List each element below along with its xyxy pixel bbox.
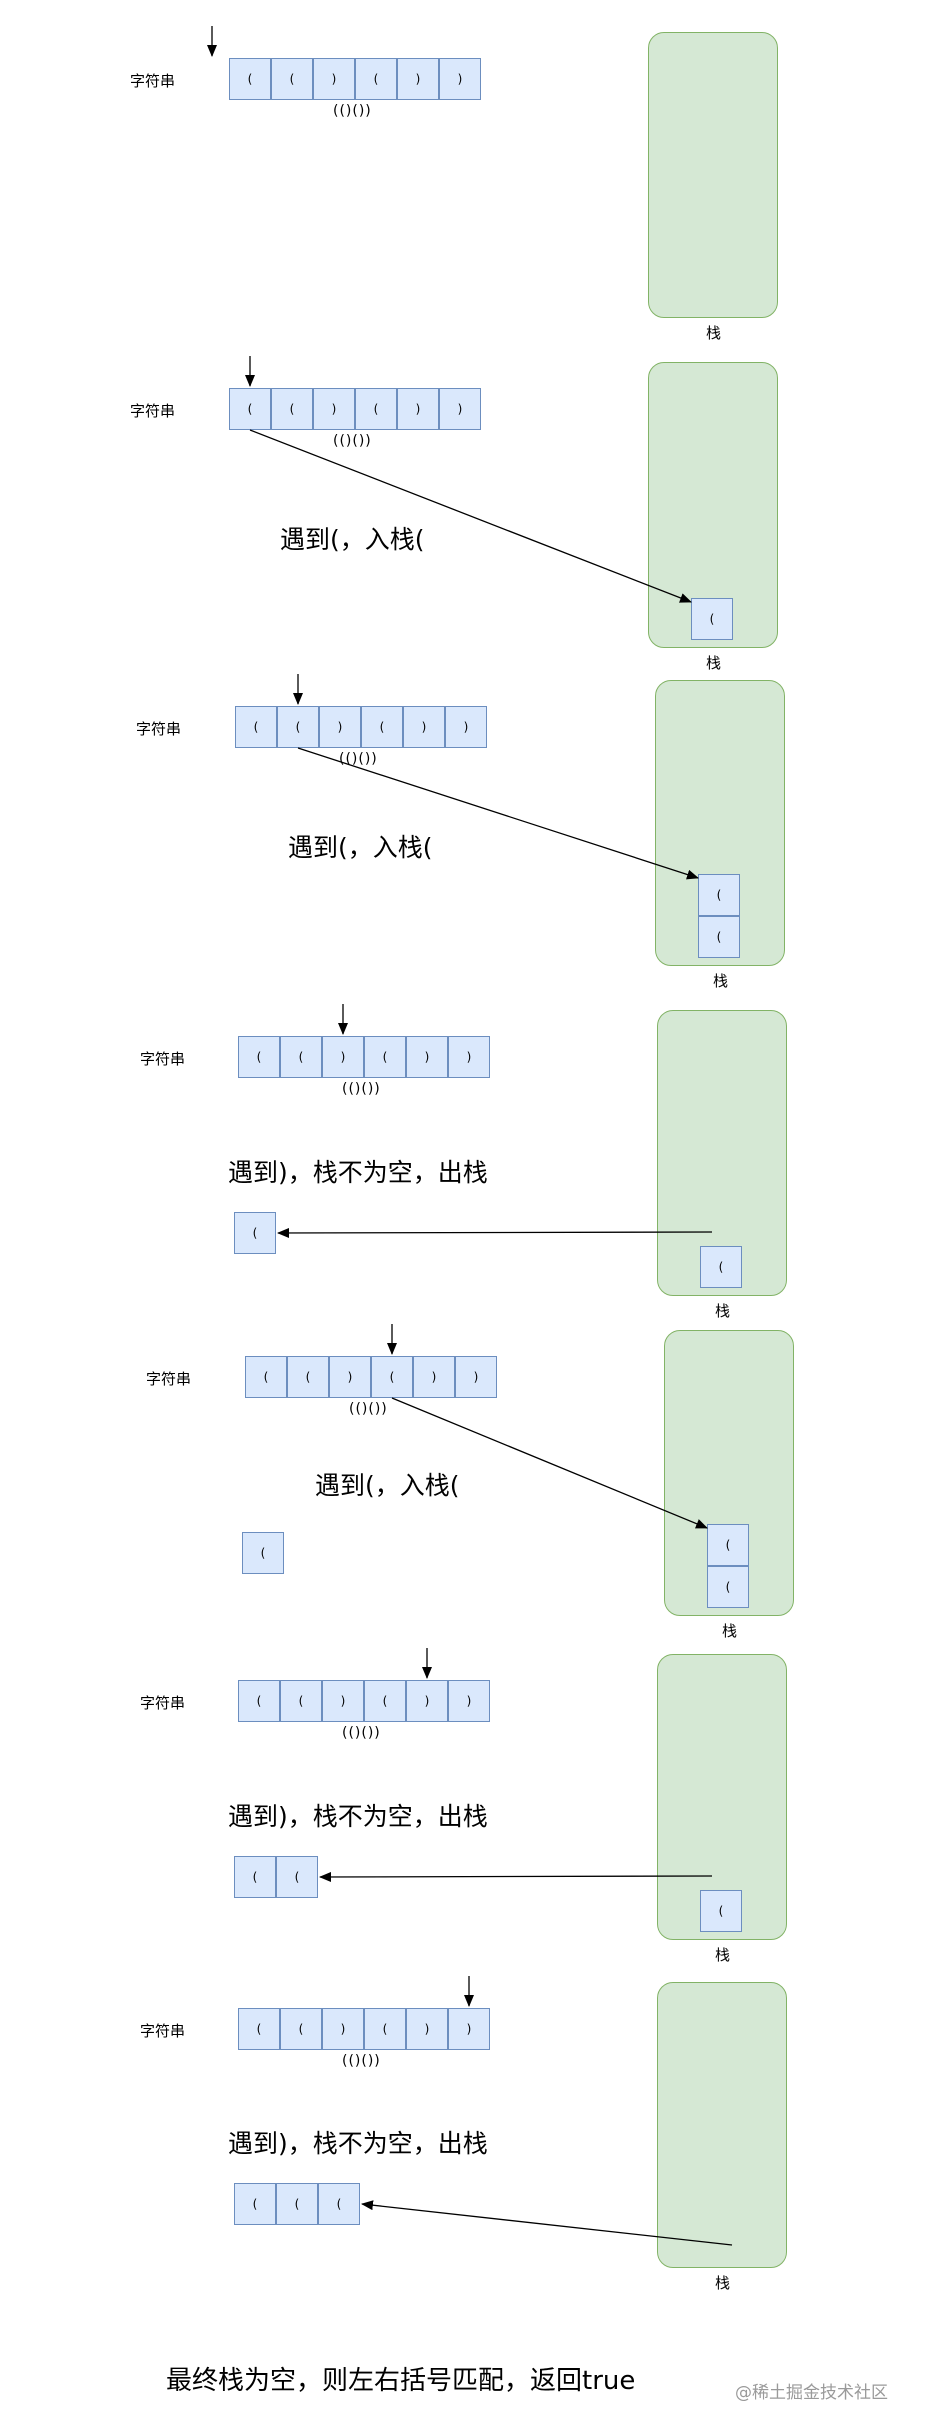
pop-arrow (319, 1871, 713, 1882)
stack-label: 栈 (715, 2274, 731, 2292)
string-cell: ( (229, 388, 271, 430)
string-cell: ( (245, 1356, 287, 1398)
string-cell: ( (229, 58, 271, 100)
step-note: 遇到)，栈不为空，出栈 (228, 1802, 488, 1831)
string-cell: ( (355, 58, 397, 100)
step-note: 遇到)，栈不为空，出栈 (228, 2129, 488, 2158)
string-label: 字符串 (136, 720, 182, 738)
string-value: (()()) (333, 103, 372, 119)
stack-label: 栈 (706, 324, 722, 342)
stack-item: ( (700, 1890, 742, 1932)
pop-arrow (277, 1227, 713, 1238)
string-cell: ( (280, 2008, 322, 2050)
string-cell: ) (448, 1680, 490, 1722)
string-value: (()()) (342, 1725, 381, 1741)
string-cell: ) (397, 388, 439, 430)
string-label: 字符串 (146, 1370, 192, 1388)
stack-label: 栈 (715, 1302, 731, 1320)
string-label: 字符串 (140, 1050, 186, 1068)
watermark: @稀土掘金技术社区 (735, 2383, 888, 2403)
string-cell: ( (364, 2008, 406, 2050)
step-note: 遇到)，栈不为空，出栈 (228, 1158, 488, 1187)
stack-label: 栈 (722, 1622, 738, 1640)
string-cell: ) (403, 706, 445, 748)
stack-item: ( (707, 1524, 749, 1566)
stack-container (657, 1982, 787, 2268)
string-cell: ( (271, 388, 313, 430)
stack-item: ( (698, 874, 740, 916)
string-value: (()()) (342, 2053, 381, 2069)
stack-label: 栈 (713, 972, 729, 990)
string-label: 字符串 (140, 1694, 186, 1712)
string-cell: ( (371, 1356, 413, 1398)
string-cell: ( (355, 388, 397, 430)
step-note: 遇到(，入栈( (315, 1471, 460, 1500)
stack-item: ( (691, 598, 733, 640)
string-cell: ) (406, 2008, 448, 2050)
string-cell: ( (364, 1036, 406, 1078)
push-arrow (249, 429, 692, 603)
string-cell: ( (280, 1680, 322, 1722)
string-cell: ) (313, 58, 355, 100)
matched-item: ( (318, 2183, 360, 2225)
push-arrow (297, 747, 699, 880)
matched-item: ( (234, 1856, 276, 1898)
matched-item: ( (276, 1856, 318, 1898)
string-cell: ( (235, 706, 277, 748)
string-cell: ( (287, 1356, 329, 1398)
string-label: 字符串 (130, 402, 176, 420)
string-label: 字符串 (130, 72, 176, 90)
matched-item: ( (242, 1532, 284, 1574)
string-value: (()()) (342, 1081, 381, 1097)
string-cell: ( (238, 2008, 280, 2050)
string-cell: ( (280, 1036, 322, 1078)
string-cell: ) (445, 706, 487, 748)
stack-label: 栈 (706, 654, 722, 672)
string-cell: ) (329, 1356, 371, 1398)
conclusion-text: 最终栈为空，则左右括号匹配，返回true (166, 2366, 636, 2396)
step-note: 遇到(，入栈( (280, 525, 425, 554)
string-cell: ) (406, 1680, 448, 1722)
string-cell: ( (238, 1680, 280, 1722)
stack-item: ( (698, 916, 740, 958)
string-cell: ) (322, 2008, 364, 2050)
push-arrow (391, 1397, 708, 1529)
string-cell: ) (439, 58, 481, 100)
stack-label: 栈 (715, 1946, 731, 1964)
stack-item: ( (700, 1246, 742, 1288)
string-cell: ( (238, 1036, 280, 1078)
string-cell: ) (439, 388, 481, 430)
string-cell: ) (322, 1680, 364, 1722)
string-cell: ( (364, 1680, 406, 1722)
string-cell: ( (361, 706, 403, 748)
string-cell: ) (322, 1036, 364, 1078)
step-note: 遇到(，入栈( (288, 833, 433, 862)
string-cell: ) (406, 1036, 448, 1078)
stack-item: ( (707, 1566, 749, 1608)
matched-item: ( (234, 2183, 276, 2225)
matched-item: ( (234, 1212, 276, 1254)
string-cell: ) (397, 58, 439, 100)
string-cell: ( (271, 58, 313, 100)
string-value: (()()) (333, 433, 372, 449)
string-cell: ( (277, 706, 319, 748)
string-cell: ) (455, 1356, 497, 1398)
string-value: (()()) (349, 1401, 388, 1417)
stack-container (648, 32, 778, 318)
string-cell: ) (319, 706, 361, 748)
string-label: 字符串 (140, 2022, 186, 2040)
string-cell: ) (413, 1356, 455, 1398)
string-cell: ) (313, 388, 355, 430)
pop-arrow (361, 2200, 733, 2246)
matched-item: ( (276, 2183, 318, 2225)
string-cell: ) (448, 1036, 490, 1078)
string-value: (()()) (339, 751, 378, 767)
string-cell: ) (448, 2008, 490, 2050)
